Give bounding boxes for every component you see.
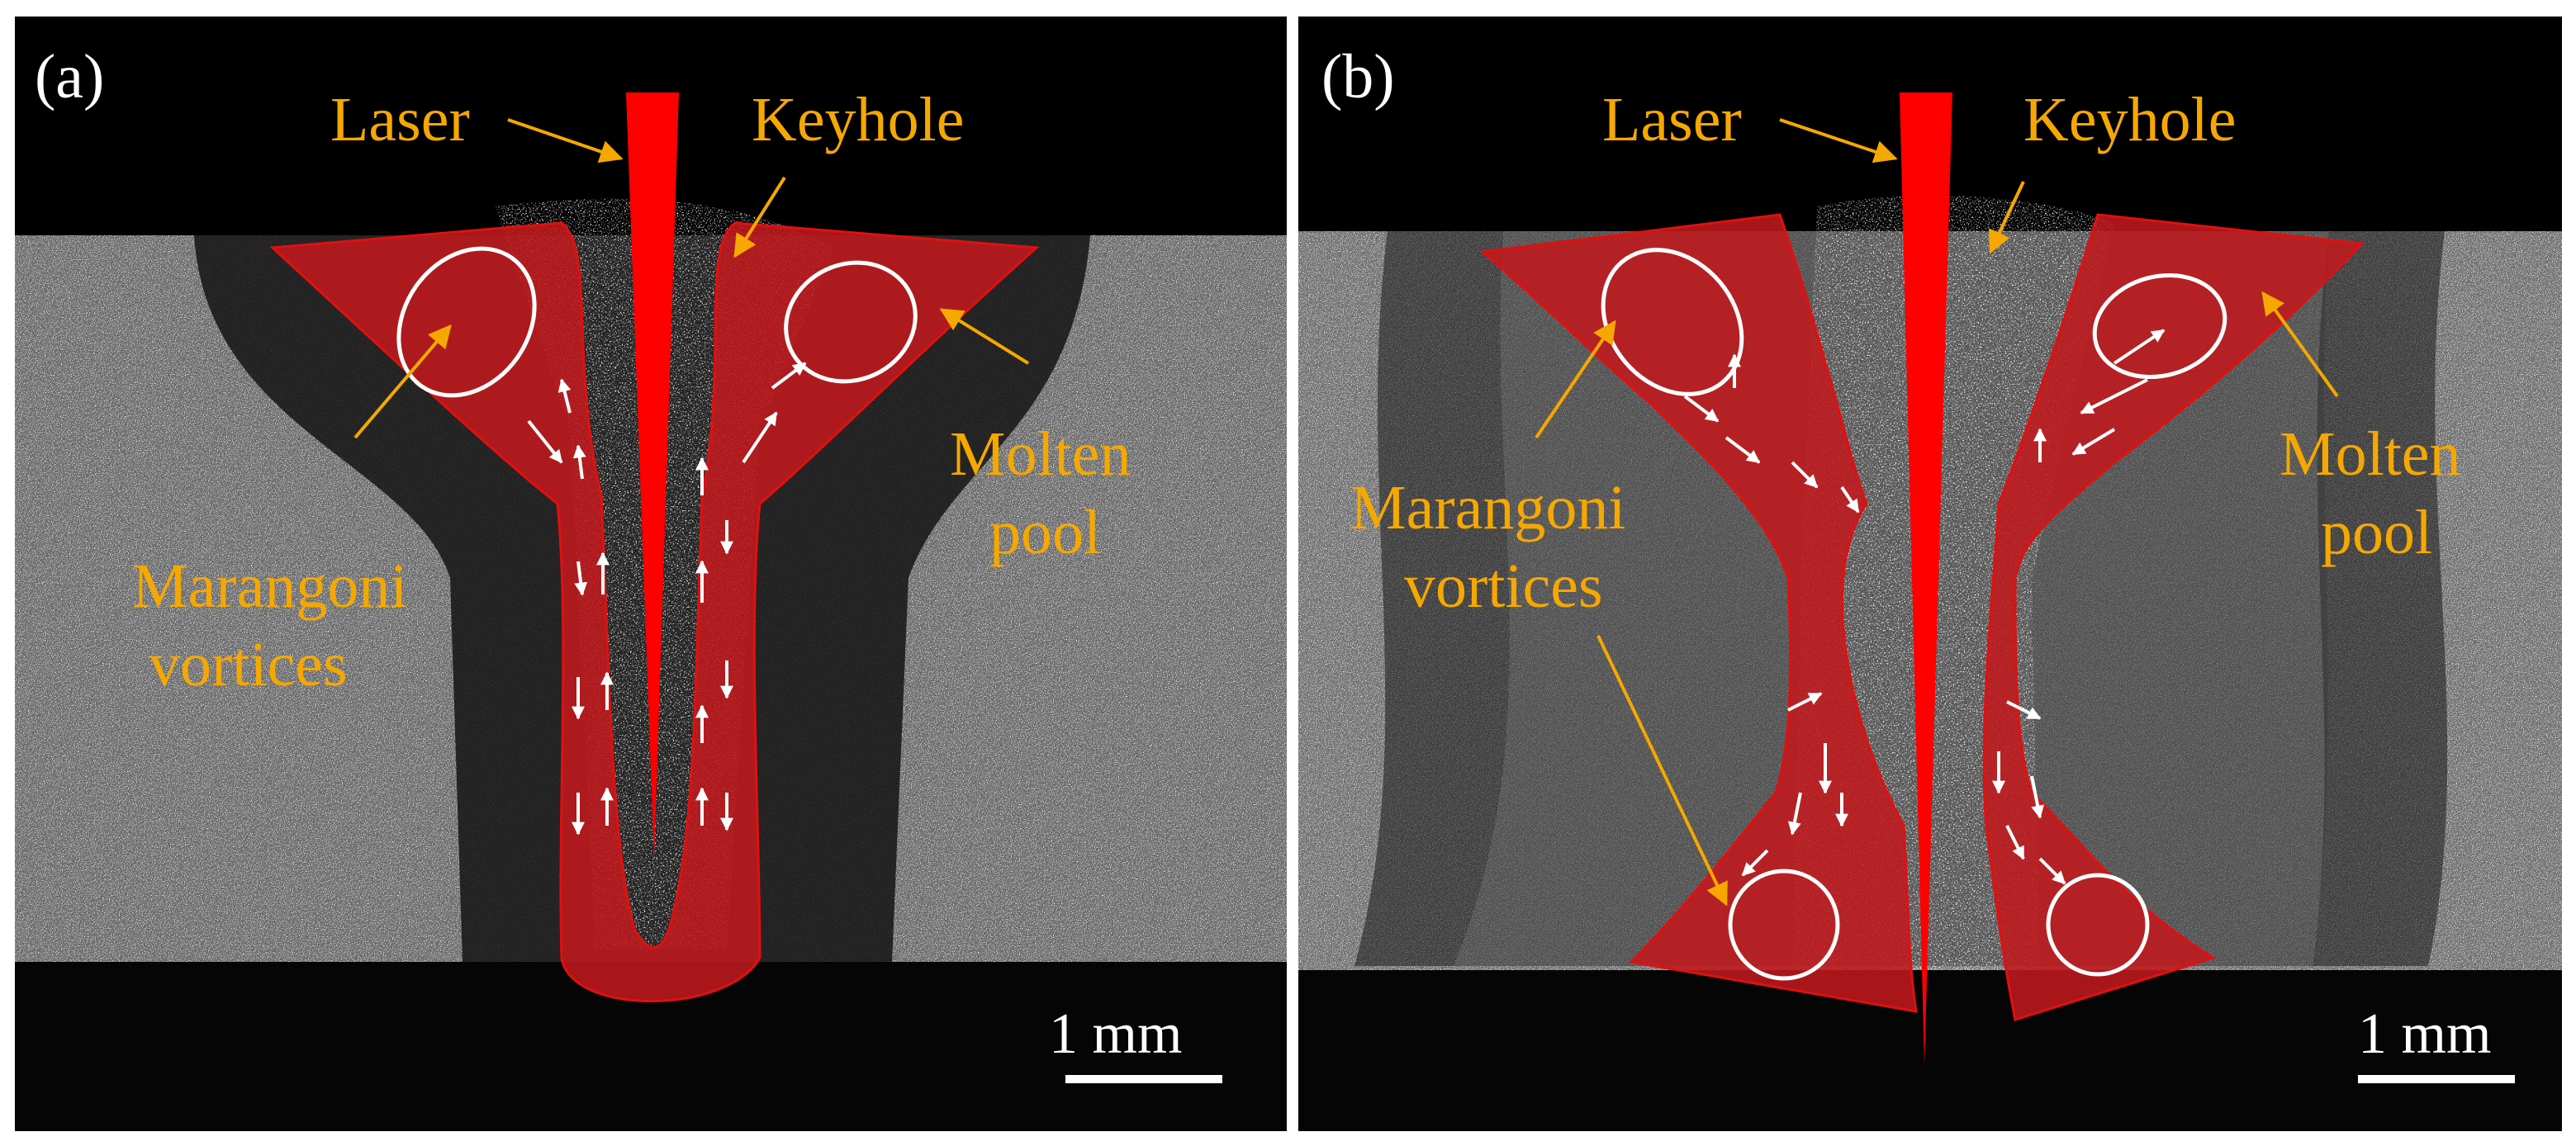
panel-a-molten-pool: [269, 221, 1040, 1002]
panel-b-scale-bar: [2358, 1075, 2515, 1083]
panel-a-annotation-arrows: [353, 118, 1030, 439]
panel-b-laser-beam: [1900, 92, 1952, 1065]
panel-b-haz-left: [1354, 231, 1510, 966]
panel-a-vortices: [396, 246, 918, 398]
panel-a-marangoni-label-line1: Marangoni: [132, 552, 407, 621]
panel-b-molten-label-line2: pool: [2321, 498, 2432, 567]
panel-a-label: (a): [35, 42, 104, 111]
panel-a-scale-bar: [1065, 1075, 1222, 1083]
panel-b-vortex-bottom-left: [1728, 869, 1840, 981]
panel-b-vortex-top-left: [1601, 248, 1744, 396]
panel-a-laser-beam: [626, 92, 679, 859]
panel-b-keyhole-label: Keyhole: [2023, 85, 2236, 154]
panel-a-scale-label: 1 mm: [1049, 1002, 1182, 1066]
panel-a-flow-arrows: [527, 362, 807, 836]
panel-b-vortex-top-right: [2092, 272, 2227, 380]
panel-b-molten-label-line1: Molten: [2279, 419, 2461, 489]
panel-b-haz-right: [2313, 231, 2448, 966]
panel-b-marangoni-label-line1: Marangoni: [1350, 473, 1625, 542]
panel-a-molten-label-line2: pool: [989, 498, 1101, 567]
panel-b-marangoni-label-line2: vortices: [1404, 552, 1603, 621]
panel-b-vortices: [1601, 248, 2227, 981]
panel-a-molten-label-line1: Molten: [950, 419, 1131, 489]
panel-b-vortex-bottom-right: [2046, 873, 2150, 977]
panel-b: (b) Laser Keyhole Molten pool Marangoni …: [1298, 17, 2562, 1131]
panel-a-vortex-left: [396, 246, 537, 398]
panel-b-molten-pool-left: [1479, 213, 1918, 1013]
panel-a: (a) Laser Keyhole Molten pool Marangoni …: [15, 17, 1287, 1131]
panel-a-vortex-right: [784, 260, 918, 384]
panel-b-laser-label: Laser: [1602, 85, 1742, 154]
panel-b-molten-pool-right: [1982, 213, 2365, 1021]
panel-b-bottom-edge: [1298, 970, 2562, 1131]
panel-a-keyhole-label: Keyhole: [752, 85, 964, 154]
panel-b-label: (b): [1321, 42, 1395, 111]
panel-b-flow-arrows: [1683, 329, 2166, 885]
panel-b-scale-label: 1 mm: [2358, 1002, 2491, 1066]
panel-b-annotation-arrows: [1535, 118, 2339, 907]
panel-a-marangoni-label-line2: vortices: [149, 630, 348, 699]
panel-a-laser-label: Laser: [330, 85, 470, 154]
